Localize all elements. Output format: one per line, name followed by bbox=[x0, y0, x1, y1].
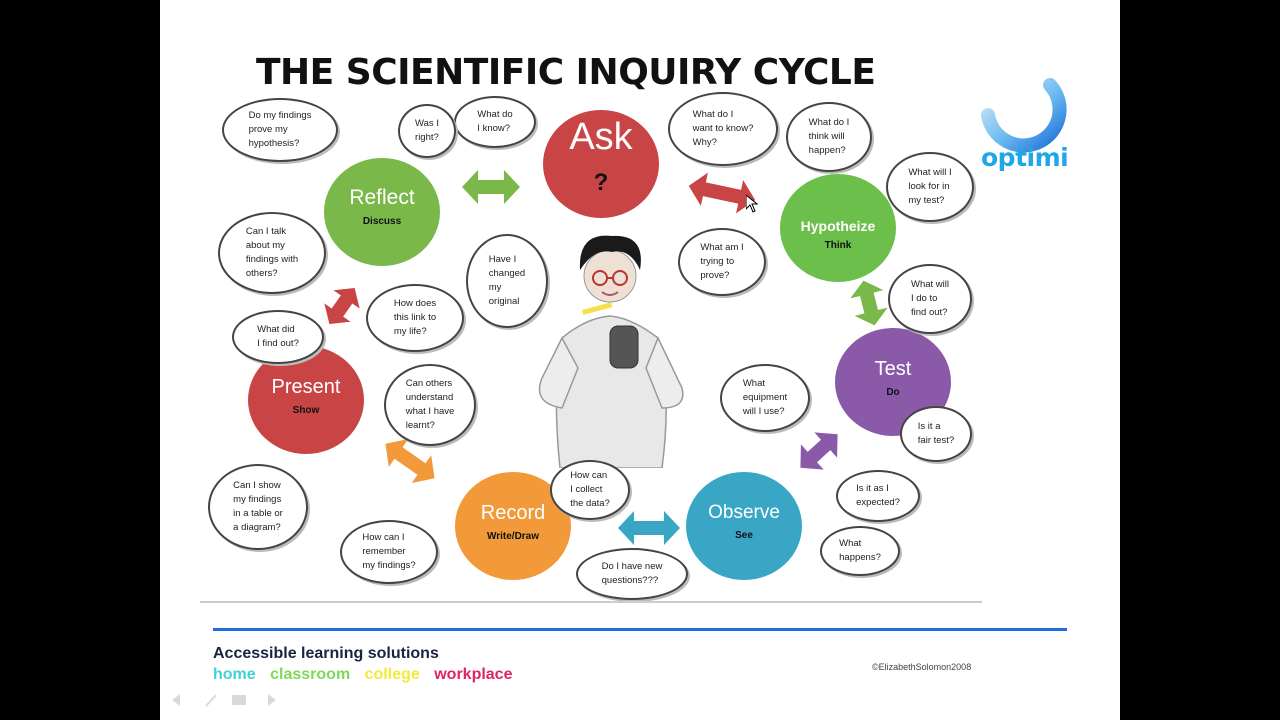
copyright-note: ©ElizabethSolomon2008 bbox=[872, 662, 972, 672]
footer-rule bbox=[213, 628, 1067, 631]
bubble-pres-table-text: Can I show my findings in a table or a d… bbox=[233, 480, 283, 533]
footer-link-college[interactable]: college bbox=[364, 666, 420, 683]
bubble-pres-findout-text: What did I find out? bbox=[257, 324, 299, 349]
bubble-test-fair: Is it a fair test? bbox=[900, 406, 972, 462]
stage-reflect-label: Reflect bbox=[349, 186, 415, 209]
bubble-obs-happens: What happens? bbox=[820, 526, 900, 576]
next-arrow-icon bbox=[268, 694, 276, 706]
arrow-hypothesize-test bbox=[850, 280, 888, 326]
bubble-hyp-happen: What do I think will happen? bbox=[786, 102, 872, 172]
pen-icon bbox=[205, 694, 217, 707]
bubble-obs-happens-text: What happens? bbox=[839, 538, 881, 563]
bubble-ask-want: What do I want to know? Why? bbox=[668, 92, 778, 166]
arrow-reflect-ask bbox=[462, 170, 520, 204]
bubble-ref-right: Was I right? bbox=[398, 104, 456, 158]
bubble-ask-want-text: What do I want to know? Why? bbox=[692, 109, 754, 148]
mouse-cursor-icon bbox=[746, 195, 758, 213]
bubble-ref-prove-text: Do my findings prove my hypothesis? bbox=[248, 110, 312, 149]
bubble-ref-right-text: Was I right? bbox=[415, 118, 439, 143]
arrow-ask-hypothesize bbox=[688, 172, 756, 214]
stage-record-sub: Write/Draw bbox=[486, 531, 540, 542]
bubble-pres-understand: Can others understand what I have learnt… bbox=[384, 364, 476, 446]
bubble-hyp-look-text: What will I look for in my test? bbox=[908, 167, 952, 206]
diagram-base-line bbox=[200, 601, 982, 603]
slide-nav-controls[interactable] bbox=[170, 692, 280, 708]
stage-ask-sub: ? bbox=[593, 169, 609, 196]
footer-link-workplace[interactable]: workplace bbox=[434, 666, 513, 683]
stage-observe-label: Observe bbox=[708, 502, 780, 523]
stage-observe: Observe See bbox=[686, 472, 802, 580]
bubble-pres-findout: What did I find out? bbox=[232, 310, 324, 364]
bubble-ref-changed-text: Have I changed my original bbox=[488, 254, 526, 307]
bubble-rec-collect: How can I collect the data? bbox=[550, 460, 630, 520]
bubble-rec-remember: How can I remember my findings? bbox=[340, 520, 438, 584]
stage-test-sub: Do bbox=[886, 387, 900, 398]
bubble-pres-understand-text: Can others understand what I have learnt… bbox=[405, 378, 455, 431]
bubble-ref-talk-text: Can I talk about my findings with others… bbox=[245, 226, 299, 279]
bubble-obs-expected: Is it as I expected? bbox=[836, 470, 920, 522]
stage-hypothesize-sub: Think bbox=[824, 240, 852, 251]
bubble-ask-know: What do I know? bbox=[454, 96, 536, 148]
bubble-pres-table: Can I show my findings in a table or a d… bbox=[208, 464, 308, 550]
bubble-ref-talk: Can I talk about my findings with others… bbox=[218, 212, 326, 294]
inquiry-cycle-diagram: Ask ? Hypotheize Think Test Do Observe S… bbox=[200, 88, 990, 672]
arrow-present-record bbox=[385, 439, 435, 483]
menu-icon bbox=[232, 695, 246, 705]
arrow-test-observe bbox=[800, 432, 838, 470]
bubble-obs-questions-text: Do I have new questions??? bbox=[601, 561, 663, 586]
stage-record-label: Record bbox=[480, 502, 546, 524]
stage-ask: Ask ? bbox=[543, 110, 659, 218]
stage-present-sub: Show bbox=[292, 405, 320, 416]
stage-present: Present Show bbox=[248, 346, 364, 454]
bubble-hyp-prove: What am I trying to prove? bbox=[678, 228, 766, 296]
bubble-ref-link-text: How does this link to my life? bbox=[393, 298, 437, 337]
footer-link-classroom[interactable]: classroom bbox=[270, 666, 351, 683]
bubble-ref-changed: Have I changed my original bbox=[466, 234, 548, 328]
bubble-rec-collect-text: How can I collect the data? bbox=[570, 470, 610, 509]
bubble-obs-questions: Do I have new questions??? bbox=[576, 548, 688, 600]
prev-arrow-icon bbox=[172, 694, 180, 706]
footer-audiences: home classroom college workplace bbox=[213, 666, 522, 684]
optimi-logo-text: optimi bbox=[981, 143, 1069, 172]
stage-hypothesize-label: Hypotheize bbox=[800, 218, 876, 234]
stage-test-label: Test bbox=[874, 358, 912, 380]
bubble-hyp-look: What will I look for in my test? bbox=[886, 152, 974, 222]
bubble-test-equipment-text: What equipment will I use? bbox=[742, 378, 788, 417]
stage-hypothesize: Hypotheize Think bbox=[780, 174, 896, 282]
bubble-obs-expected-text: Is it as I expected? bbox=[856, 483, 900, 508]
bubble-hyp-prove-text: What am I trying to prove? bbox=[700, 242, 744, 281]
stage-present-label: Present bbox=[271, 376, 341, 398]
stage-reflect-sub: Discuss bbox=[362, 216, 402, 227]
diagram-title: THE SCIENTIFIC INQUIRY CYCLE bbox=[256, 52, 876, 93]
arrow-reflect-present bbox=[324, 287, 360, 325]
stage-ask-label: Ask bbox=[569, 116, 633, 158]
bubble-test-fair-text: Is it a fair test? bbox=[917, 421, 955, 446]
bubble-test-find-text: What will I do to find out? bbox=[910, 279, 949, 318]
bubble-rec-remember-text: How can I remember my findings? bbox=[362, 532, 416, 571]
scientist-child-illustration bbox=[538, 235, 684, 468]
bubble-test-find: What will I do to find out? bbox=[888, 264, 972, 334]
bubble-ref-prove: Do my findings prove my hypothesis? bbox=[222, 98, 338, 162]
stage-reflect: Reflect Discuss bbox=[324, 158, 440, 266]
footer-tagline: Accessible learning solutions bbox=[213, 645, 439, 662]
optimi-logo-icon bbox=[981, 78, 1067, 153]
stage-observe-sub: See bbox=[735, 530, 753, 541]
bubble-hyp-happen-text: What do I think will happen? bbox=[808, 117, 850, 156]
slide: THE SCIENTIFIC INQUIRY CYCLE Ask ? Hypot… bbox=[160, 0, 1120, 720]
bubble-ask-know-text: What do I know? bbox=[477, 109, 513, 134]
bubble-test-equipment: What equipment will I use? bbox=[720, 364, 810, 432]
arrow-record-observe bbox=[618, 511, 680, 545]
bubble-ref-link: How does this link to my life? bbox=[366, 284, 464, 352]
footer-link-home[interactable]: home bbox=[213, 666, 256, 683]
